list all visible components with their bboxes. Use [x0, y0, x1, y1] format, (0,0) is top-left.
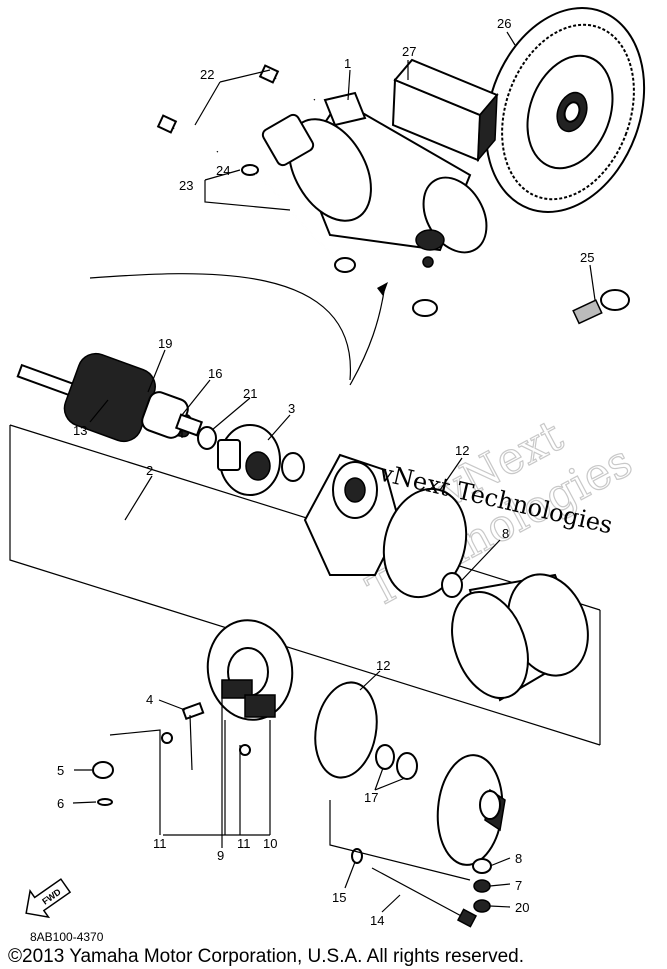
washer-6	[97, 798, 113, 806]
callout-8-upper: 8	[502, 526, 509, 541]
nut-8-lower	[472, 858, 492, 874]
exploded-pinion-parts	[107, 384, 589, 702]
callout-24: 24	[216, 163, 230, 178]
callout-8-lower: 8	[515, 851, 522, 866]
armature	[16, 352, 204, 443]
callout-2: 2	[146, 463, 153, 478]
brush-holder-plate	[161, 619, 294, 771]
callout-5: 5	[57, 763, 64, 778]
callout-12-lower: 12	[376, 658, 390, 673]
callout-22: 22	[200, 67, 214, 82]
callout-14: 14	[370, 913, 384, 928]
o-ring-lower	[314, 681, 378, 779]
callout-7: 7	[515, 878, 522, 893]
leader-lines	[72, 31, 596, 913]
starter-motor-assembled	[261, 91, 488, 268]
rear-cover	[436, 754, 506, 866]
callout-25: 25	[580, 250, 594, 265]
callout-numbers: 1 2 3 4 5 6 7 8 8 9 10 11 11 11 12 12 13…	[57, 16, 594, 928]
assembly-arrow-head	[345, 282, 388, 385]
callout-19: 19	[158, 336, 172, 351]
callout-11-a: 11	[153, 836, 167, 851]
nut-7	[473, 879, 491, 893]
group-brackets	[109, 169, 471, 881]
callout-20: 20	[515, 900, 529, 915]
callout-21: 21	[243, 386, 257, 401]
copyright-notice: ©2013 Yamaha Motor Corporation, U.S.A. A…	[8, 946, 524, 967]
washers-17	[375, 744, 418, 780]
rubber-bar	[391, 58, 499, 163]
callout-26: 26	[497, 16, 511, 31]
callout-11-b: 11	[237, 836, 251, 851]
flywheel-rotor	[484, 7, 646, 213]
callout-9: 9	[217, 848, 224, 863]
callout-13: 13	[73, 423, 87, 438]
nut-20	[473, 899, 491, 913]
starter-lead-wire	[412, 289, 630, 338]
callout-12-upper: 12	[455, 443, 469, 458]
callout-16: 16	[208, 366, 222, 381]
callout-3: 3	[288, 401, 295, 416]
callout-1: 1	[344, 56, 351, 71]
callout-6: 6	[57, 796, 64, 811]
bolt-upper	[258, 64, 316, 102]
callout-23: 23	[179, 178, 193, 193]
callout-4: 4	[146, 692, 153, 707]
callout-15: 15	[332, 890, 346, 905]
callout-10: 10	[263, 836, 277, 851]
callout-17: 17	[364, 790, 378, 805]
through-bolt	[371, 867, 478, 928]
bolt-lower	[156, 114, 219, 154]
assembly-arrow	[89, 273, 351, 381]
fwd-arrow-icon: FWD	[25, 878, 72, 919]
diagram-code: 8AB100-4370	[30, 930, 104, 944]
callout-27: 27	[402, 44, 416, 59]
exploded-frame	[9, 425, 601, 746]
ground-lead-cable	[241, 164, 356, 273]
nut-5	[92, 761, 114, 779]
